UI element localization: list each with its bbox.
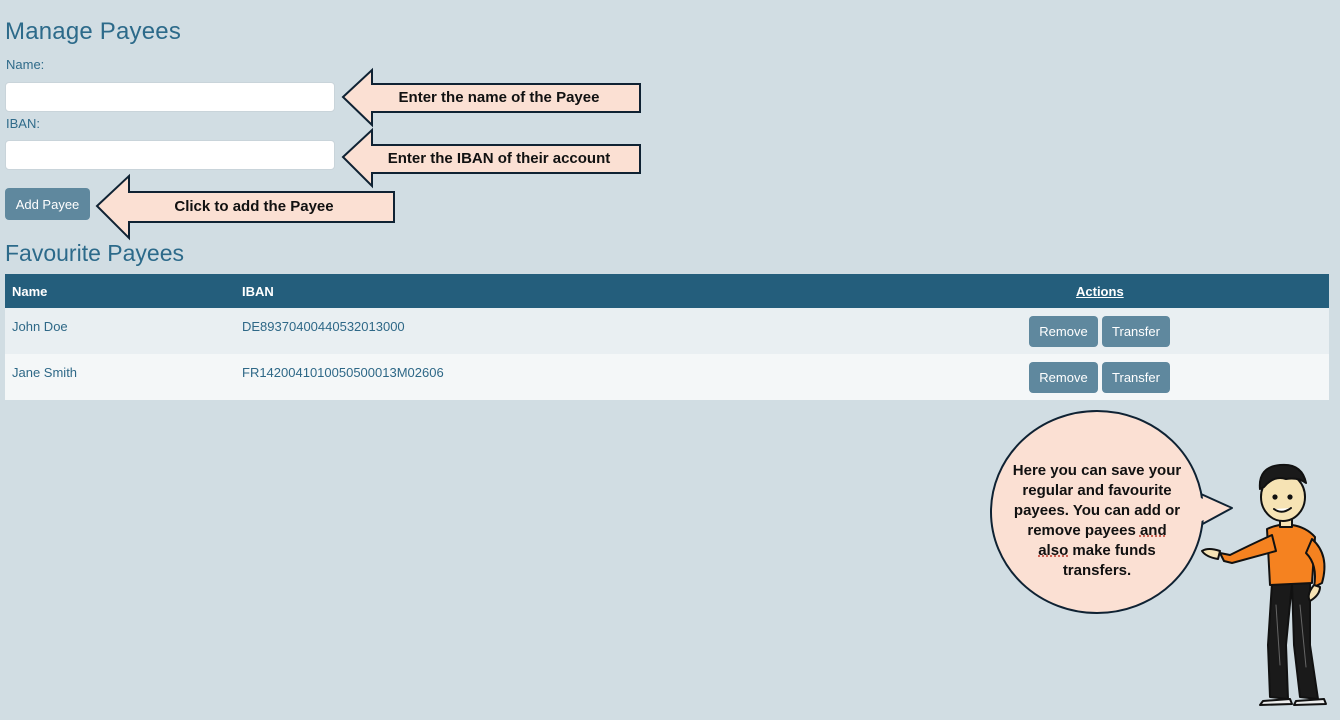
payees-table: Name IBAN Actions John Doe DE89370400440… xyxy=(5,274,1329,400)
page-title: Manage Payees xyxy=(5,18,182,45)
person-icon xyxy=(1201,463,1327,706)
table-row: John Doe DE89370400440532013000 Remove T… xyxy=(5,308,1329,354)
column-header-actions[interactable]: Actions xyxy=(1076,284,1124,299)
remove-button[interactable]: Remove xyxy=(1029,362,1098,393)
name-label: Name: xyxy=(6,57,45,72)
add-payee-button[interactable]: Add Payee xyxy=(5,188,90,220)
column-header-iban: IBAN xyxy=(242,284,274,299)
assistant-illustration xyxy=(990,410,1327,706)
iban-callout-arrow xyxy=(341,127,641,189)
name-input[interactable] xyxy=(5,82,335,112)
iban-input[interactable] xyxy=(5,140,335,170)
table-row: Jane Smith FR1420041010050500013M02606 R… xyxy=(5,354,1329,400)
column-header-name: Name xyxy=(12,284,48,299)
add-callout-text: Click to add the Payee xyxy=(174,198,334,215)
table-header: Name IBAN Actions xyxy=(5,274,1329,308)
name-callout-arrow xyxy=(341,67,641,128)
speech-bubble-text: Here you can save your regular and favou… xyxy=(1012,462,1182,579)
name-callout-text: Enter the name of the Payee xyxy=(398,89,600,106)
payee-name: Jane Smith xyxy=(12,365,78,380)
transfer-button[interactable]: Transfer xyxy=(1102,362,1170,393)
favourites-title: Favourite Payees xyxy=(5,240,184,266)
payee-name: John Doe xyxy=(12,319,68,334)
transfer-button[interactable]: Transfer xyxy=(1102,316,1170,347)
iban-label: IBAN: xyxy=(6,116,40,131)
payee-iban: DE89370400440532013000 xyxy=(242,319,405,334)
payee-iban: FR1420041010050500013M02606 xyxy=(242,365,444,380)
remove-button[interactable]: Remove xyxy=(1029,316,1098,347)
speech-bubble xyxy=(990,410,1233,614)
iban-callout-text: Enter the IBAN of their account xyxy=(387,150,611,167)
add-callout-arrow xyxy=(95,173,395,241)
